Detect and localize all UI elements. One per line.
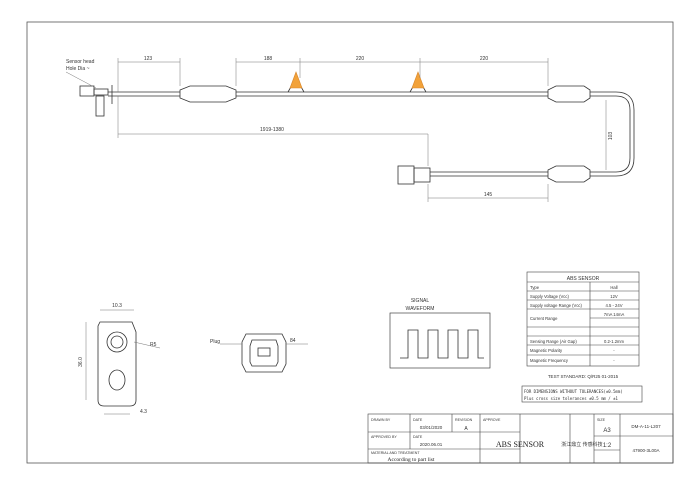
spec-row-value: - [613, 348, 615, 353]
spec-footer: TEST STANDARD: Q/R25 01-2015 [548, 374, 619, 379]
spec-row-value: 7mA 14mA [604, 312, 625, 317]
tb-revision-value: A [464, 426, 468, 432]
tb-part-no: 47900-3L00A [632, 448, 659, 453]
tb-scale-value: 1:2 [603, 443, 612, 449]
tb-date2-value: 2020.06.01 [420, 442, 443, 447]
signal-box [389, 312, 491, 369]
tb-dwg-no: DM-A-11-L207 [631, 424, 661, 429]
dim-bottom: 145 [484, 192, 493, 198]
spec-row-label: Magnetic Frequency [530, 358, 569, 363]
sensor-spec: Hole Dia ~ [66, 66, 90, 72]
spec-header: ABS SENSOR [567, 276, 600, 282]
sensor-label: Sensor head [66, 59, 95, 65]
tb-size-value: A3 [603, 428, 611, 434]
spec-row-label: Supply Voltage (Vcc) [530, 294, 569, 299]
spec-row-value: Hall [610, 285, 617, 290]
height-dim: 36.0 [78, 357, 84, 367]
tb-material-value: According to part list [388, 457, 435, 463]
spec-table [526, 271, 640, 367]
dim-top-2: 188 [264, 56, 273, 62]
grommet-3 [547, 165, 591, 183]
tb-revision-label: REVISION [455, 418, 473, 422]
grommet-1 [179, 85, 237, 103]
bottom-dim: 4.3 [140, 409, 147, 415]
sensor-head [79, 85, 95, 97]
cable-assembly [79, 77, 635, 185]
sensor-mount [95, 95, 105, 117]
spec-row-label: Sensing Range (Air Gap) [530, 339, 577, 344]
dimension-lines [117, 58, 607, 202]
sensor-head-view [85, 309, 161, 415]
spec-row-value: - [613, 358, 615, 363]
connector-face-view [220, 333, 308, 373]
tb-drawn-by: DRAWN BY [371, 418, 391, 422]
square-wave [400, 329, 484, 359]
spec-row-value: 4.5 - 24V [606, 303, 623, 308]
signal-title: SIGNAL [411, 298, 430, 304]
title-block [367, 413, 674, 464]
connector [397, 165, 415, 185]
spec-row-label: Magnetic Polarity [530, 348, 563, 353]
tb-company: 浙江鼎立 传感科技 [561, 441, 602, 448]
grommet-2 [547, 85, 591, 103]
tb-part-name: ABS SENSOR [496, 440, 545, 449]
hole-dim: 10.3 [112, 303, 122, 309]
tb-checked-by: APPROVED BY [371, 435, 397, 439]
spec-row-value: 12V [610, 294, 618, 299]
conn-left-label: Plug [210, 339, 220, 345]
clip-markers [289, 71, 425, 89]
dim-right: 103 [608, 132, 614, 141]
spec-row-label: Current Range [530, 316, 558, 321]
spec-row-label: Type [530, 285, 540, 290]
dim-top-4: 220 [480, 56, 489, 62]
tb-date-value: 03/01/2020 [420, 425, 443, 430]
notes-box [521, 385, 643, 403]
dim-top-3: 220 [356, 56, 365, 62]
tb-approved: APPROVE [483, 418, 501, 422]
sheet-border [26, 21, 674, 464]
tb-date2-label: DATE [413, 435, 423, 439]
tb-material-label: MATERIAL AND TREATMENT [371, 451, 420, 455]
spec-rows: Type Hall Supply Voltage (Vcc) 12V Suppl… [530, 285, 625, 363]
angle-dim: R5 [150, 342, 157, 348]
notes-line-2: Plus cross size tolerances ±0.5 mm / ±1 [524, 396, 619, 401]
spec-row-label: Supply voltage Range (Vcc) [530, 303, 583, 308]
conn-right-label: 84 [290, 338, 296, 344]
notes-line-1: FOR DIMENSIONS WITHOUT TOLERANCES(±0.5mm… [524, 389, 623, 394]
spec-row-value: 0.2-1.2mm [604, 339, 625, 344]
dim-top-1: 123 [144, 56, 153, 62]
tb-size-label: SIZE [597, 418, 606, 422]
signal-subtitle: WAVEFORM [406, 306, 435, 312]
dim-long: 1919-1380 [260, 127, 284, 133]
tb-date-label: DATE [413, 418, 423, 422]
